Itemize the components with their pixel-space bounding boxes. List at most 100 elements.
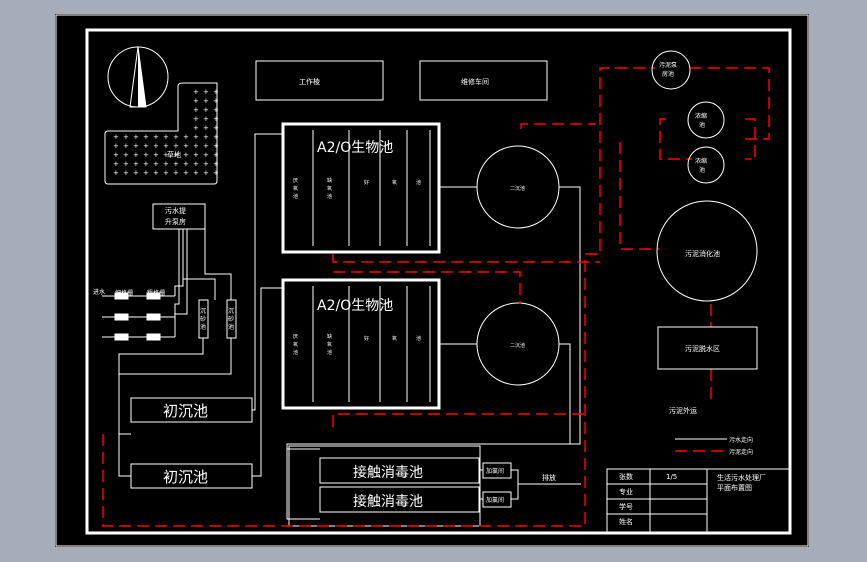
- svg-text:+: +: [213, 160, 219, 168]
- svg-text:+: +: [173, 151, 179, 159]
- sludge-pump-label-2: 房池: [662, 70, 674, 78]
- svg-text:+: +: [193, 151, 199, 159]
- drawing-sheet: ++++++++++++++++++++++++++++++++++++++++…: [55, 14, 809, 547]
- maintenance-building: [419, 60, 548, 101]
- grit-b-3: 池: [228, 323, 234, 331]
- svg-text:+: +: [213, 142, 219, 150]
- title-name-label: 姓名: [619, 517, 633, 526]
- svg-text:+: +: [133, 133, 139, 141]
- bio-b-z2c: 池: [327, 349, 332, 356]
- svg-text:+: +: [183, 160, 189, 168]
- inlet-grilles: [102, 229, 188, 341]
- bio-a-z3: 好: [364, 179, 369, 186]
- svg-text:+: +: [203, 142, 209, 150]
- svg-text:+: +: [133, 169, 139, 177]
- discharge-label: 排放: [542, 473, 556, 482]
- sludge-digester: [656, 200, 758, 302]
- svg-text:+: +: [123, 151, 129, 159]
- bio-a-z1b: 氧: [293, 185, 298, 192]
- svg-text:+: +: [193, 106, 199, 114]
- svg-text:+: +: [163, 160, 169, 168]
- svg-text:+: +: [143, 133, 149, 141]
- north-arrow-icon: [107, 46, 169, 108]
- contact-tank-enclosure: [288, 445, 481, 527]
- svg-text:+: +: [173, 160, 179, 168]
- sludge-pump-label-1: 污泥泵: [659, 61, 677, 69]
- svg-text:+: +: [193, 88, 199, 96]
- bio-a-z5: 池: [416, 179, 421, 186]
- legend-water: 污水走向: [729, 436, 753, 444]
- svg-text:+: +: [213, 97, 219, 105]
- svg-text:+: +: [203, 115, 209, 123]
- svg-text:+: +: [193, 133, 199, 141]
- secondary-a-label: 二沉池: [510, 185, 525, 192]
- sludge-pipeline: [102, 67, 770, 527]
- svg-text:+: +: [163, 133, 169, 141]
- grit-a-2: 砂: [200, 315, 206, 323]
- svg-text:+: +: [123, 160, 129, 168]
- svg-text:+: +: [213, 133, 219, 141]
- dosing-b-label: 加氯间: [486, 496, 504, 504]
- svg-text:+: +: [163, 169, 169, 177]
- bio-a-z1a: 厌: [293, 178, 298, 184]
- svg-text:+: +: [143, 142, 149, 150]
- svg-text:+: +: [113, 160, 119, 168]
- grit-a-1: 沉: [200, 307, 206, 315]
- primary-b-label: 初沉池: [163, 468, 208, 486]
- svg-text:+: +: [153, 133, 159, 141]
- svg-text:+: +: [203, 88, 209, 96]
- svg-text:+: +: [183, 142, 189, 150]
- outer-border: [55, 14, 809, 547]
- svg-text:+: +: [113, 142, 119, 150]
- svg-text:+: +: [173, 169, 179, 177]
- dosing-a-label: 加氯间: [486, 467, 504, 475]
- title-scale-label: 张数: [619, 472, 633, 481]
- title-major-label: 专业: [619, 487, 633, 496]
- bio-b-z1b: 氧: [293, 341, 298, 348]
- svg-text:+: +: [183, 133, 189, 141]
- svg-text:+: +: [213, 124, 219, 132]
- svg-text:+: +: [123, 133, 129, 141]
- bio-a-z2c: 池: [327, 193, 332, 200]
- drawing-title-2: 平面布置图: [717, 483, 752, 492]
- svg-text:+: +: [143, 160, 149, 168]
- plant-layout-diagram: ++++++++++++++++++++++++++++++++++++++++…: [55, 14, 809, 547]
- bio-b-z1c: 池: [293, 349, 298, 356]
- svg-text:+: +: [213, 115, 219, 123]
- contact-a-label: 接触消毒池: [353, 464, 423, 481]
- bio-b-z2a: 缺: [327, 333, 332, 340]
- grit-a-3: 池: [200, 323, 206, 331]
- legend-sludge: 污泥走向: [729, 448, 753, 456]
- svg-text:+: +: [133, 160, 139, 168]
- thickener-b: [687, 146, 725, 184]
- svg-text:+: +: [203, 169, 209, 177]
- bio-a-label: A2/O生物池: [317, 140, 393, 156]
- maintenance-label: 维修车间: [461, 77, 489, 86]
- svg-text:+: +: [193, 169, 199, 177]
- svg-text:+: +: [143, 169, 149, 177]
- svg-text:+: +: [173, 142, 179, 150]
- svg-text:+: +: [213, 151, 219, 159]
- svg-text:+: +: [163, 151, 169, 159]
- svg-text:+: +: [203, 151, 209, 159]
- svg-text:+: +: [203, 124, 209, 132]
- thickener-b-label-2: 池: [699, 166, 705, 174]
- digester-label: 污泥消化池: [685, 249, 720, 258]
- svg-text:+: +: [193, 97, 199, 105]
- svg-text:+: +: [163, 142, 169, 150]
- svg-text:+: +: [213, 88, 219, 96]
- svg-text:+: +: [133, 142, 139, 150]
- bio-a-z4: 氧: [392, 179, 397, 186]
- green-area-label: 草地: [167, 150, 181, 159]
- title-number-label: 学号: [619, 502, 633, 511]
- bio-b-z5: 池: [416, 335, 421, 342]
- svg-text:+: +: [203, 133, 209, 141]
- svg-text:+: +: [123, 169, 129, 177]
- contact-b-label: 接触消毒池: [353, 493, 423, 510]
- legend: 污水走向 污泥走向: [675, 436, 753, 456]
- grit-b-1: 沉: [228, 307, 234, 315]
- secondary-b-label: 二沉池: [510, 342, 525, 349]
- bio-a-z2b: 氧: [327, 185, 332, 192]
- drawing-title-1: 生活污水处理厂: [717, 473, 766, 482]
- title-scale-value: 1/5: [666, 473, 677, 481]
